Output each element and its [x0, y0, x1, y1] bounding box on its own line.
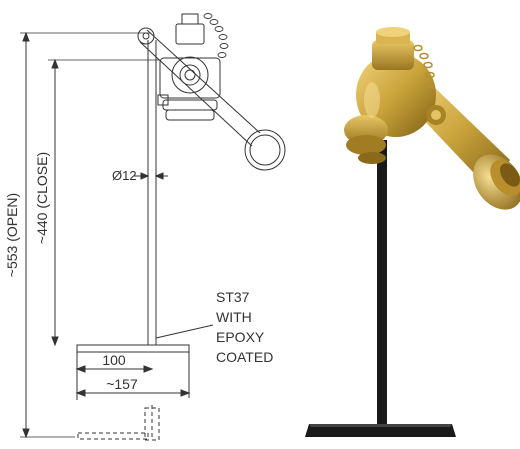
product-render — [305, 27, 520, 437]
material-leader-line — [155, 324, 214, 339]
anchor-detail-drawing — [77, 405, 160, 441]
dimension-width-157 — [75, 352, 191, 398]
valve-body-drawing — [157, 13, 229, 121]
stand-rod-drawing — [147, 40, 157, 345]
brass-valve-body — [344, 27, 446, 164]
technical-drawing — [20, 13, 286, 441]
dimension-open-height — [20, 31, 150, 439]
stand-base-plate — [305, 424, 456, 437]
label-open-height: ~553 (OPEN) — [4, 193, 20, 277]
stand-post — [377, 140, 387, 425]
label-width-100: 100 — [102, 352, 126, 368]
label-close-height: ~440 (CLOSE) — [34, 152, 50, 244]
label-diameter: Ø12 — [112, 168, 137, 183]
material-note-line4: COATED — [216, 349, 273, 365]
base-plate-drawing — [76, 344, 190, 353]
dimension-close-height — [48, 58, 160, 347]
dimension-width-100 — [75, 352, 154, 400]
label-width-157: ~157 — [106, 376, 138, 392]
lever-arm-drawing — [137, 27, 286, 171]
dimension-diameter — [134, 172, 168, 180]
material-note-line3: EPOXY — [216, 329, 265, 345]
material-note-line2: WITH — [216, 309, 252, 325]
material-note-line1: ST37 — [216, 289, 250, 305]
